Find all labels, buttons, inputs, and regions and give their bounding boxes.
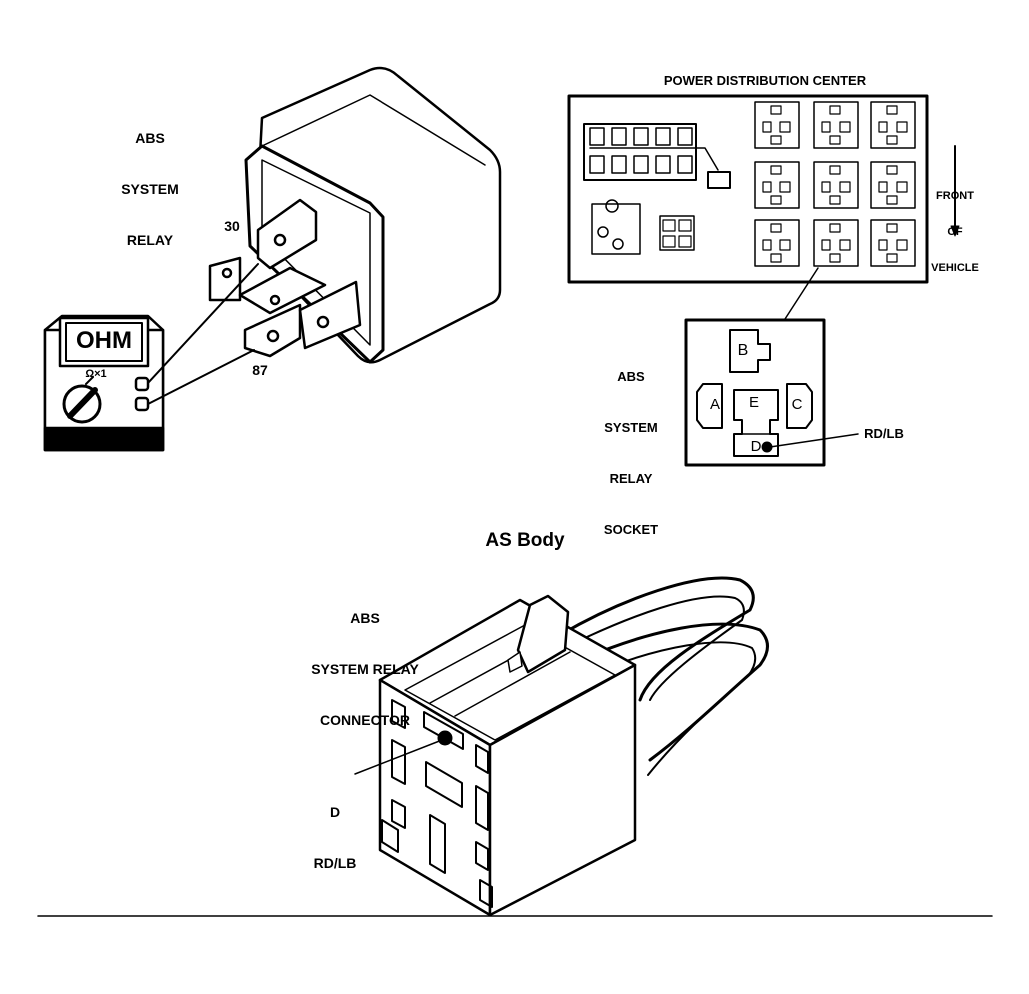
connector-pin-label: D RD/LB — [300, 770, 370, 889]
relay-title: ABS SYSTEM RELAY — [108, 96, 192, 266]
relay-title-line: RELAY — [126, 232, 174, 248]
terminal-30-label: 30 — [224, 218, 240, 234]
relay-connector — [354, 576, 769, 917]
relay-title-line: SYSTEM — [121, 181, 179, 197]
socket-cavity-d: D — [750, 438, 762, 455]
socket-cavity-c: C — [791, 396, 803, 413]
terminal-87-label: 87 — [252, 362, 268, 378]
front-label-line: OF — [947, 226, 963, 238]
ohmmeter-display: OHM — [76, 327, 132, 354]
section-title: AS Body — [485, 530, 565, 551]
relay-socket — [684, 318, 859, 467]
socket-cavity-a: A — [709, 396, 720, 413]
connector-title-line: CONNECTOR — [320, 712, 410, 728]
socket-wire-label: RD/LB — [864, 426, 904, 441]
socket-cavity-e: E — [748, 394, 759, 411]
ohmmeter — [43, 263, 259, 452]
socket-title-line: ABS — [617, 369, 645, 384]
socket-title-line: SYSTEM — [604, 420, 658, 435]
abs-relay — [208, 66, 502, 364]
pdc-title: POWER DISTRIBUTION CENTER — [663, 73, 867, 88]
connector-pin-line: RD/LB — [313, 855, 357, 871]
connector-title-line: ABS — [350, 610, 380, 626]
connector-title-line: SYSTEM RELAY — [311, 661, 419, 677]
connector-pin-line: D — [329, 804, 341, 820]
front-label-line: FRONT — [936, 190, 974, 202]
front-of-vehicle-label: FRONT OF VEHICLE — [925, 166, 985, 286]
relay-title-line: ABS — [135, 130, 165, 146]
socket-cavity-b: B — [737, 342, 749, 359]
socket-title-line: RELAY — [609, 471, 653, 486]
power-distribution-center — [567, 94, 960, 337]
front-label-line: VEHICLE — [931, 262, 979, 274]
ohmmeter-range: Ω×1 — [85, 368, 107, 380]
socket-title: ABS SYSTEM RELAY SOCKET — [586, 334, 676, 555]
socket-title-line: SOCKET — [603, 522, 659, 537]
connector-title: ABS SYSTEM RELAY CONNECTOR — [290, 576, 440, 746]
